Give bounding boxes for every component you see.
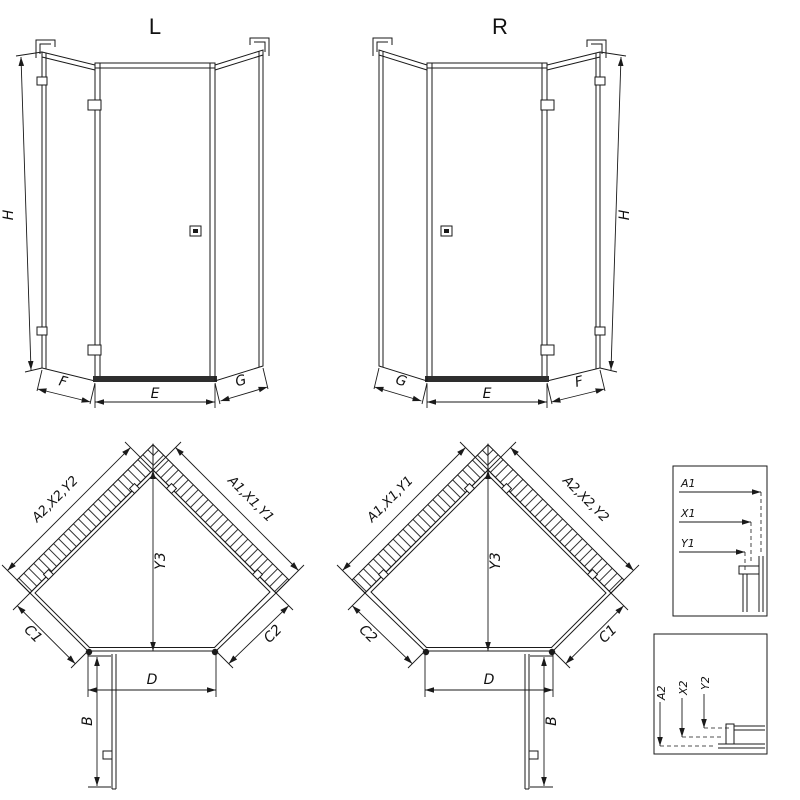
title-left: L: [149, 14, 161, 39]
detail-top-profile: [738, 556, 764, 612]
dim-label-d-left: D: [147, 672, 158, 688]
dim-label-f-right: F: [573, 373, 586, 391]
elevation-left-art: [16, 38, 269, 408]
variant-right: R H G E F A1,X1,Y1 A2,X2,Y2 Y3 C2 C1 D B: [337, 14, 639, 789]
detail-label-a1: A1: [680, 477, 696, 490]
dim-label-wall-upper-left-r: A1,X1,Y1: [364, 473, 417, 526]
dim-label-e-left: E: [151, 386, 160, 402]
title-right: R: [492, 14, 508, 39]
dim-label-b-left: B: [80, 716, 96, 726]
dim-label-c1-right: C1: [596, 622, 621, 647]
dim-label-y3-right: Y3: [488, 552, 504, 569]
detail-panel-bottom: A2 X2 Y2: [653, 633, 768, 755]
dim-label-height-left: H: [1, 209, 17, 220]
dim-label-e-right: E: [483, 386, 492, 402]
detail-panel-top: A1 X1 Y1: [672, 465, 768, 617]
plan-left-art: [2, 442, 304, 789]
dim-label-g-right: G: [394, 372, 409, 390]
detail-label-a2: A2: [655, 685, 668, 701]
detail-label-y1: Y1: [681, 537, 695, 550]
dim-label-c2-left: C2: [261, 622, 286, 647]
dim-label-height-right: H: [617, 209, 633, 220]
elevation-right-art: [373, 38, 626, 408]
detail-label-x1: X1: [680, 507, 696, 520]
detail-top-leaders: [679, 489, 762, 572]
dim-label-b-right: B: [544, 716, 560, 726]
dim-label-y3-left: Y3: [153, 552, 169, 569]
detail-label-x2: X2: [677, 680, 690, 696]
detail-bottom-profile: [718, 723, 765, 749]
dim-label-wall-upper-left-l: A2,X2,Y2: [29, 473, 82, 526]
dim-label-f-left: F: [57, 373, 70, 391]
dim-label-c1-left: C1: [21, 622, 46, 647]
dim-label-wall-upper-right-l: A1,X1,Y1: [224, 473, 277, 526]
dim-label-d-right: D: [484, 672, 495, 688]
dim-label-wall-upper-right-r: A2,X2,Y2: [559, 473, 612, 526]
plan-right-art: [337, 442, 639, 789]
dim-label-c2-right: C2: [356, 622, 381, 647]
variant-left: L H F E G A2,X2,Y2 A1,X1,Y1 Y3 C1 C2 D B: [1, 14, 304, 789]
dim-label-g-left: G: [233, 372, 248, 390]
detail-label-y2: Y2: [699, 676, 712, 690]
